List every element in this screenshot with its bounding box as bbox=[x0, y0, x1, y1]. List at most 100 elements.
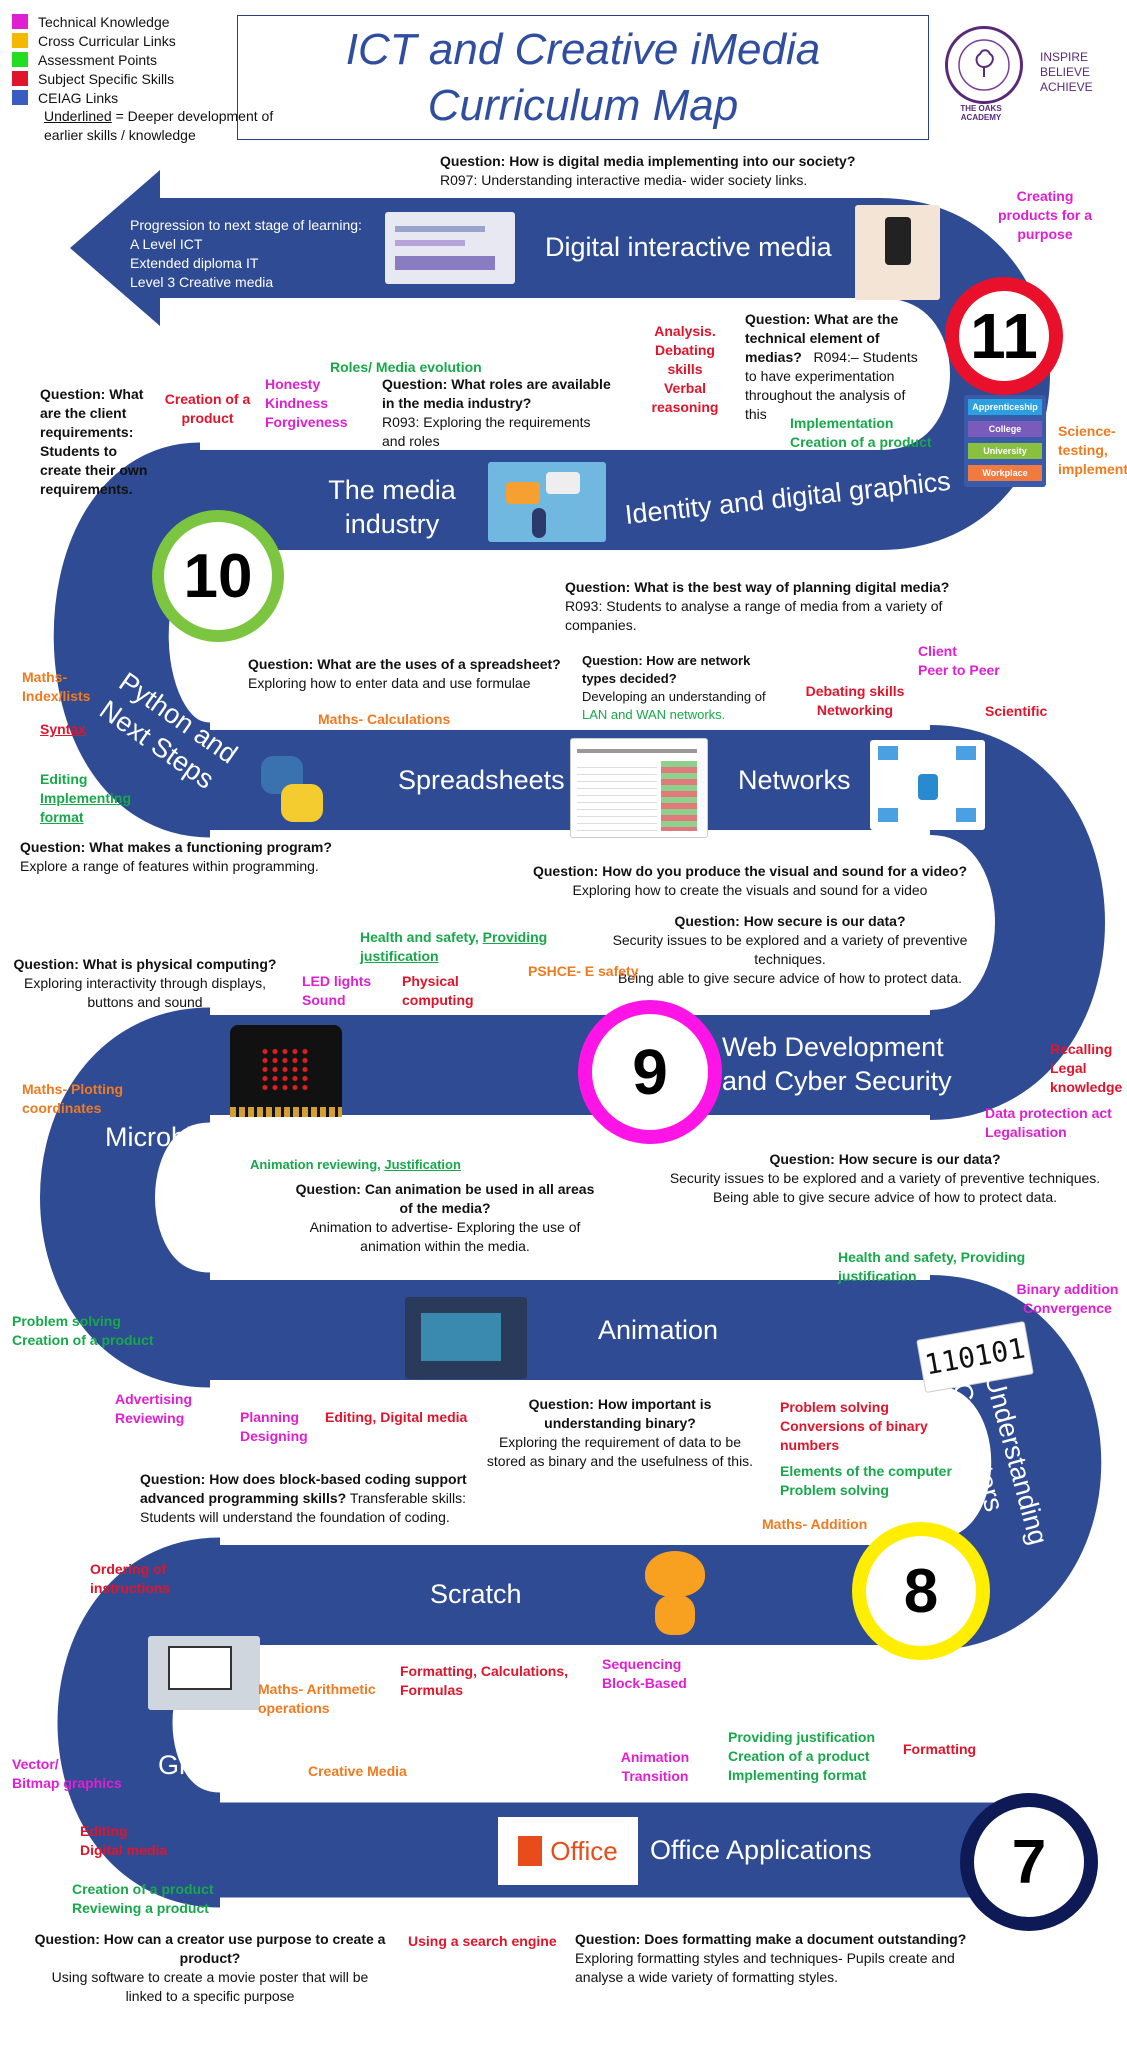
legend: Technical Knowledge Cross Curricular Lin… bbox=[12, 12, 273, 145]
tag-line: Physical bbox=[402, 973, 459, 989]
tag-line: Kindness bbox=[265, 395, 329, 411]
tag-line: Sequencing bbox=[602, 1656, 682, 1672]
logo-motto-1: INSPIRE bbox=[1040, 50, 1089, 64]
legend-item: Assessment Points bbox=[12, 50, 273, 69]
question-physical-computing: Question: What is physical computing? Ex… bbox=[10, 955, 280, 1012]
tag-line: Vector/ bbox=[12, 1756, 59, 1772]
tag-line: coordinates bbox=[22, 1100, 102, 1116]
tag-line: implement bbox=[1058, 461, 1127, 477]
question-title: product? bbox=[179, 1950, 241, 1966]
tag-line: Debating skills bbox=[805, 683, 905, 699]
tag-line: justification bbox=[838, 1268, 917, 1284]
tag-line: Problem solving bbox=[780, 1482, 889, 1498]
question-spreadsheets: Question: What are the uses of a spreads… bbox=[248, 655, 561, 693]
question-text: Exploring how to enter data and use form… bbox=[248, 675, 531, 691]
tag-line: Index/lists bbox=[22, 688, 91, 704]
legend-underlined-rest: = Deeper development of bbox=[111, 108, 274, 124]
logo-motto: INSPIRE BELIEVE ACHIEVE bbox=[1040, 50, 1093, 95]
question-title: Question: What is physical computing? bbox=[13, 956, 277, 972]
career-stack-label: Apprenticeship bbox=[968, 399, 1042, 415]
logo-ring-text: THE OAKS ACADEMY bbox=[960, 104, 1002, 122]
topic-networks: Networks bbox=[738, 765, 851, 795]
topic-web-line2: and Cyber Security bbox=[722, 1066, 952, 1096]
tag-line: Reviewing bbox=[115, 1410, 185, 1426]
tag-line: Implementation bbox=[790, 415, 894, 431]
tag-line: testing, bbox=[1058, 442, 1108, 458]
logo-motto-2: BELIEVE bbox=[1040, 65, 1091, 79]
tag-line: Designing bbox=[240, 1428, 308, 1444]
topic-media-industry-line2: industry bbox=[344, 509, 440, 539]
tag-line: Bitmap graphics bbox=[12, 1775, 122, 1791]
office-logo-box: Office bbox=[498, 1817, 638, 1885]
question-functioning-program: Question: What makes a functioning progr… bbox=[20, 838, 332, 876]
question-text: Transferable skills: bbox=[349, 1490, 466, 1506]
tag-line: Creation of a bbox=[164, 391, 251, 407]
legend-underline-note: Underlined = Deeper development of bbox=[44, 107, 273, 126]
topic-media-industry-line1: The media bbox=[328, 475, 456, 505]
tag-line: Verbal bbox=[663, 380, 707, 396]
tag-physical-computing: Physical computing bbox=[402, 972, 474, 1010]
career-stack-label: Workplace bbox=[968, 465, 1042, 481]
tag-maths-index: Maths- Index/lists bbox=[22, 668, 90, 706]
question-binary: Question: How important is understanding… bbox=[470, 1395, 770, 1471]
question-title: Question: Can animation be used in all a… bbox=[295, 1181, 595, 1197]
animation-tablet-image bbox=[405, 1297, 527, 1379]
question-title: technical element of bbox=[745, 330, 880, 346]
tag-line: Honesty bbox=[265, 376, 321, 392]
tag-line: Health and safety, bbox=[360, 929, 483, 945]
tag-line: knowledge bbox=[1050, 1079, 1123, 1095]
question-text: Explore a range of features within progr… bbox=[20, 858, 319, 874]
legend-swatch-icon bbox=[12, 90, 28, 105]
question-text: Exploring interactivity through displays… bbox=[23, 975, 266, 991]
question-text: this bbox=[745, 406, 767, 422]
tag-line: Maths- Arithmetic bbox=[258, 1681, 376, 1697]
tag-vector-bitmap: Vector/Bitmap graphics bbox=[12, 1755, 122, 1793]
question-title: Question: Does formatting make a documen… bbox=[575, 1931, 967, 1947]
question-text: Animation to advertise- Exploring the us… bbox=[309, 1219, 581, 1235]
spreadsheet-image bbox=[570, 738, 708, 838]
question-client-requirements: Question: What are the client requiremen… bbox=[40, 385, 160, 499]
tag-line: Maths- bbox=[22, 669, 68, 685]
school-logo-icon bbox=[945, 26, 1023, 104]
tag-line: Formulas bbox=[400, 1682, 464, 1698]
tag-creative-media: Creative Media bbox=[308, 1763, 407, 1779]
question-text: Security issues to be explored and a var… bbox=[669, 1170, 1101, 1186]
question-text: R093: Students to analyse a range of med… bbox=[565, 598, 943, 614]
topic-spreadsheets: Spreadsheets bbox=[398, 765, 565, 795]
question-text: throughout the analysis of bbox=[745, 387, 906, 403]
tag-line: Creation of a product bbox=[72, 1881, 214, 1897]
question-line: Students to bbox=[40, 443, 117, 459]
question-network-types: Question: How are network types decided?… bbox=[582, 652, 766, 724]
tag-line: computing bbox=[402, 992, 474, 1008]
tag-line: Client bbox=[918, 643, 957, 659]
question-text: Students will understand the foundation … bbox=[140, 1509, 450, 1525]
question-title: Question: How important is bbox=[528, 1396, 712, 1412]
topic-microbit: Microbit bbox=[105, 1122, 200, 1152]
tag-maths-addition: Maths- Addition bbox=[762, 1516, 868, 1532]
tag-line: Elements of the computer bbox=[780, 1463, 952, 1479]
legend-swatch-icon bbox=[12, 71, 28, 86]
question-text: LAN and WAN networks. bbox=[582, 707, 726, 722]
tag-maths-calculations: Maths- Calculations bbox=[318, 711, 451, 727]
question-title: advanced programming skills? bbox=[140, 1490, 347, 1506]
tag-line: instructions bbox=[90, 1580, 171, 1596]
tag-line: Convergence bbox=[1023, 1300, 1112, 1316]
tag-line: operations bbox=[258, 1700, 330, 1716]
topic-scratch: Scratch bbox=[430, 1579, 522, 1609]
progression-line: Extended diploma IT bbox=[130, 255, 259, 271]
tag-line: Ordering of bbox=[90, 1561, 167, 1577]
legend-label: Assessment Points bbox=[38, 51, 158, 68]
question-text: Developing an understanding of bbox=[582, 689, 766, 704]
tag-formatting-calculations: Formatting, Calculations,Formulas bbox=[400, 1662, 568, 1700]
tag-line: format bbox=[40, 809, 84, 825]
